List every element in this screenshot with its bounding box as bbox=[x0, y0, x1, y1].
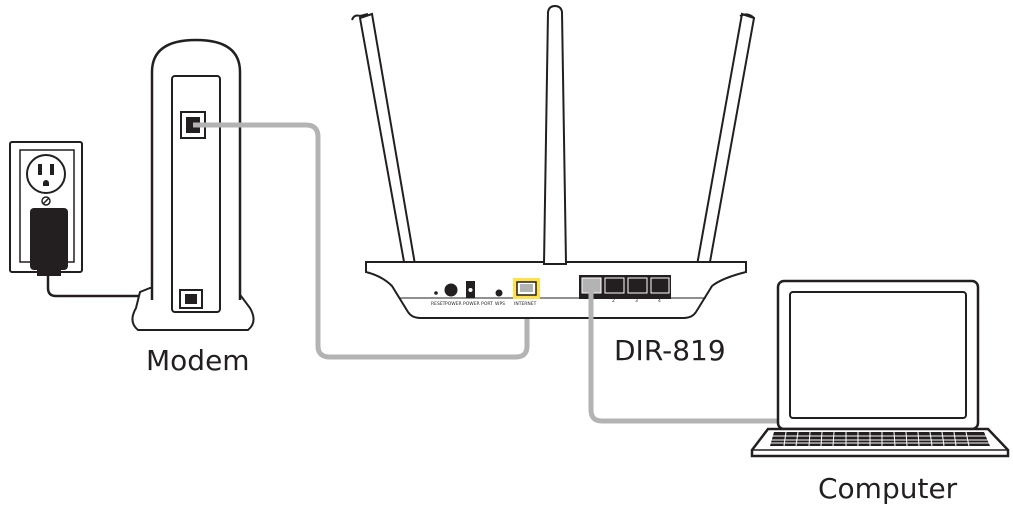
port-label-power: POWER bbox=[445, 301, 462, 307]
router-antenna-right bbox=[692, 12, 756, 286]
port-label-internet: INTERNET bbox=[514, 301, 537, 307]
router-power-button bbox=[444, 283, 458, 297]
cable-router-to-computer bbox=[588, 288, 790, 424]
port-label-wps: WPS bbox=[495, 301, 505, 307]
router-lan-ports bbox=[579, 275, 671, 299]
outlet-screw-icon bbox=[41, 196, 51, 206]
outlet-socket-icon bbox=[26, 154, 66, 194]
modem-device bbox=[131, 38, 255, 331]
router-label: DIR-819 bbox=[614, 334, 726, 367]
modem-power-port bbox=[179, 289, 203, 309]
port-label-lan3: 3 bbox=[635, 298, 638, 304]
laptop-keyboard bbox=[770, 431, 990, 447]
power-cord bbox=[46, 276, 186, 298]
computer-label: Computer bbox=[818, 472, 958, 505]
modem-label: Modem bbox=[146, 344, 250, 377]
port-label-lan2: 2 bbox=[612, 298, 615, 304]
power-adapter bbox=[30, 208, 68, 276]
cable-modem-to-router bbox=[193, 122, 530, 360]
router-internet-port bbox=[513, 278, 540, 299]
router-device: RESET POWER POWER PORT WPS INTERNET 2 3 … bbox=[351, 4, 756, 319]
port-label-reset: RESET bbox=[431, 301, 446, 307]
router-power-port bbox=[466, 281, 475, 298]
router-wps-button bbox=[495, 289, 503, 297]
laptop-computer bbox=[750, 279, 1010, 458]
router-antenna-left bbox=[351, 12, 420, 286]
wall-outlet bbox=[9, 141, 83, 276]
router-antenna-center bbox=[542, 4, 568, 265]
router-reset-button bbox=[434, 291, 438, 295]
port-label-power-port: POWER PORT bbox=[463, 301, 493, 307]
port-label-lan4: 4 bbox=[658, 298, 661, 304]
